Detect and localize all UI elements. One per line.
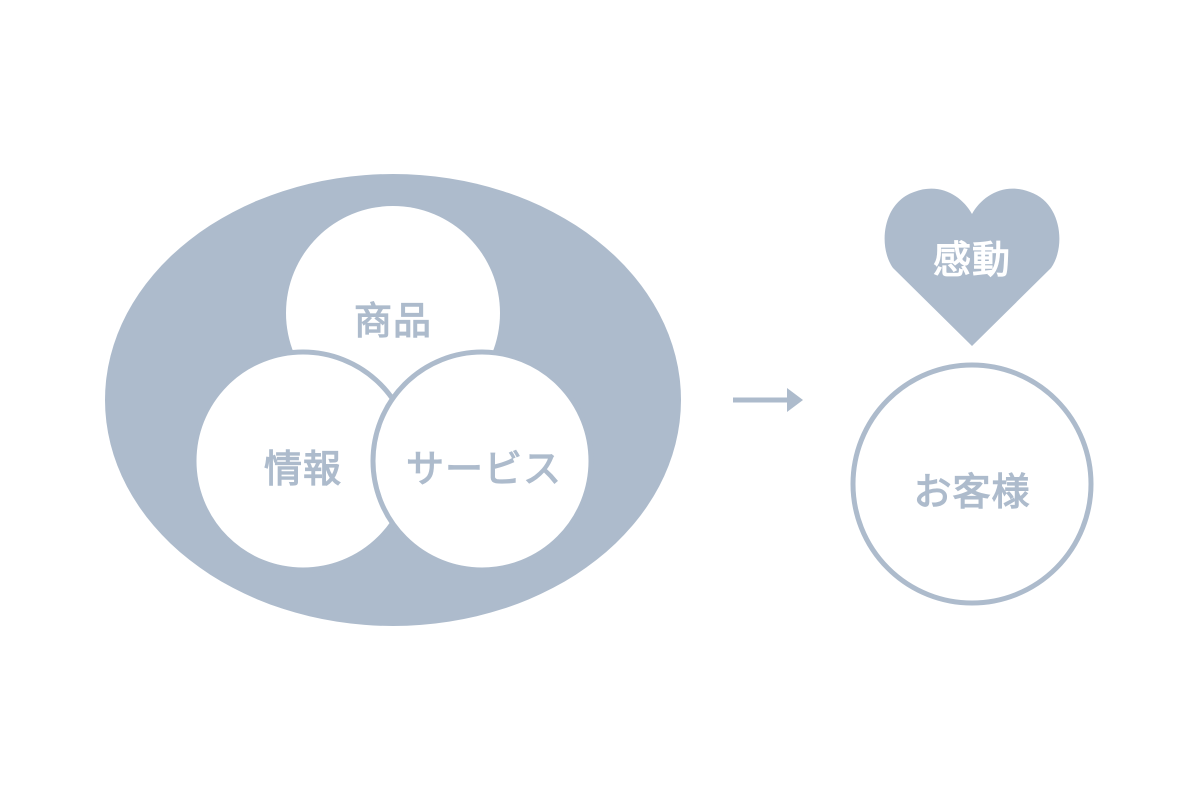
service-label: サービス xyxy=(406,447,562,491)
heart-icon xyxy=(884,188,1060,346)
info-label: 情報 xyxy=(264,447,342,491)
arrow-head xyxy=(787,388,803,412)
emotion-label: 感動 xyxy=(933,238,1011,282)
customer-label: お客様 xyxy=(913,470,1030,514)
product-label: 商品 xyxy=(354,299,432,343)
service-circle xyxy=(370,349,594,573)
arrow-icon xyxy=(733,388,803,412)
customer-circle xyxy=(850,362,1094,606)
